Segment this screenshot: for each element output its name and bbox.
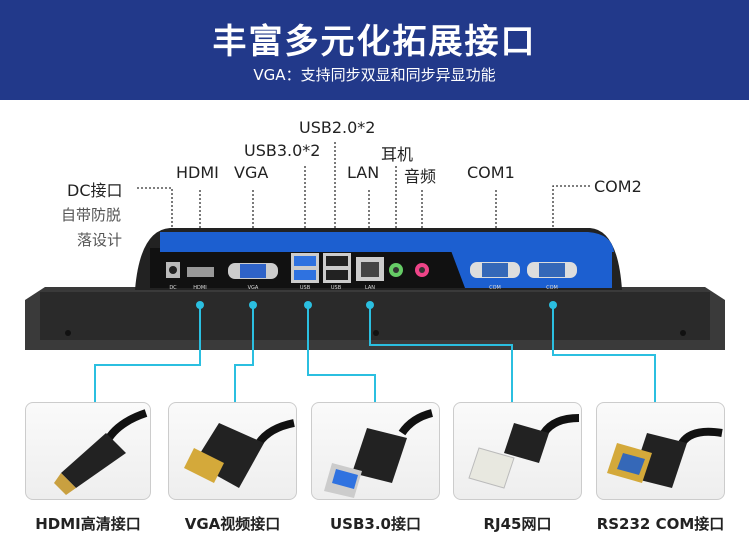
callout-usb2: USB2.0*2: [299, 118, 376, 137]
cable-card-rs232: [596, 402, 725, 500]
panel-label-lan: LAN: [365, 285, 375, 291]
hdmi-cable-icon: [54, 409, 148, 495]
page-subtitle: VGA：支持同步双显和同步异显功能: [253, 66, 496, 84]
rs232-cable-icon: [607, 427, 723, 488]
cable-label-vga: VGA视频接口: [184, 515, 281, 533]
callout-audio: 音频: [404, 167, 437, 186]
callout-dc-note-2: 落设计: [77, 231, 123, 249]
cable-card-usb3: [311, 402, 440, 500]
connector-lines: [94, 305, 656, 402]
cable-label-rj45: RJ45网口: [483, 515, 552, 533]
panel-label-usb3: USB: [300, 285, 311, 291]
callout-earphone: 耳机: [381, 145, 414, 164]
panel-label-com1: COM: [489, 285, 501, 291]
panel-label-dc: DC: [169, 285, 177, 291]
cable-label-usb3: USB3.0接口: [330, 515, 421, 533]
cable-card-vga: [168, 402, 297, 500]
panel-label-usb2: USB: [331, 285, 342, 291]
callout-dc-note-1: 自带防脱: [61, 206, 122, 224]
panel-label-hdmi: HDMI: [193, 285, 206, 291]
rj45-cable-icon: [468, 414, 580, 489]
callout-lan: LAN: [347, 163, 380, 182]
callout-hdmi: HDMI: [176, 163, 219, 182]
hdmi-port: [187, 267, 214, 277]
usb3-cable-icon: [324, 409, 434, 498]
cable-label-hdmi: HDMI高清接口: [35, 515, 141, 533]
callout-com1: COM1: [467, 163, 515, 182]
page-title: 丰富多元化拓展接口: [212, 22, 537, 62]
panel-label-com2: COM: [546, 285, 558, 291]
callout-com2: COM2: [594, 177, 642, 196]
callout-dc: DC接口: [67, 181, 123, 200]
cable-label-rs232: RS232 COM接口: [596, 515, 725, 533]
header-banner: 丰富多元化拓展接口 VGA：支持同步双显和同步异显功能: [0, 0, 749, 100]
cable-card-rj45: [453, 402, 582, 500]
vga-cable-icon: [184, 419, 295, 488]
panel-label-vga: VGA: [248, 285, 259, 291]
callout-vga: VGA: [234, 163, 269, 182]
cable-card-hdmi: [25, 402, 151, 500]
callout-usb3: USB3.0*2: [244, 141, 321, 160]
